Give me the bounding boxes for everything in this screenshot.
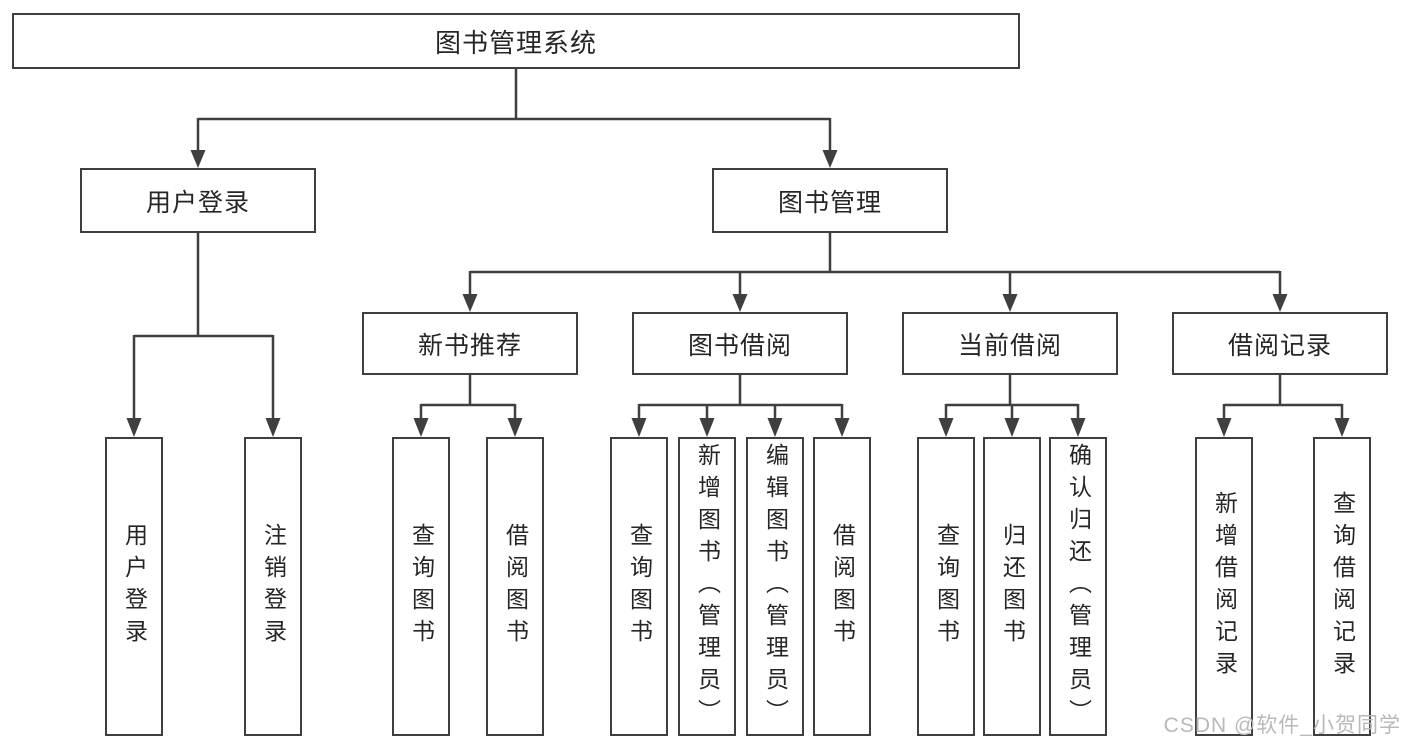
- node-label: 当前借阅: [957, 331, 1062, 360]
- leaf-label: 归还图书: [999, 522, 1026, 651]
- csdn-watermark: CSDN @软件_小贺同学: [1163, 714, 1401, 737]
- node-book-borrowing: 图书借阅: [632, 312, 848, 375]
- leaf-label: 借阅图书: [502, 522, 529, 651]
- leaf-label: 确认归还（管理员）: [1065, 442, 1092, 731]
- arrowheads: [126, 150, 1350, 437]
- leaf-label: 编辑图书（管理员）: [762, 442, 789, 731]
- node-label: 图书借阅: [687, 331, 792, 360]
- leaf-label: 新增图书（管理员）: [694, 442, 721, 731]
- leaf-label: 查询图书: [408, 522, 435, 651]
- leaf-user-login: 用户登录: [105, 437, 163, 736]
- leaf-add-books-admin: 新增图书（管理员）: [678, 437, 736, 736]
- node-current-borrowing: 当前借阅: [902, 312, 1118, 375]
- leaf-query-books: 查询图书: [917, 437, 975, 736]
- leaf-edit-books-admin: 编辑图书（管理员）: [746, 437, 804, 736]
- leaf-label: 查询图书: [933, 522, 960, 651]
- leaf-query-books: 查询图书: [392, 437, 450, 736]
- leaf-borrow-books: 借阅图书: [813, 437, 871, 736]
- node-label: 图书管理系统: [434, 27, 597, 58]
- leaf-confirm-return-admin: 确认归还（管理员）: [1049, 437, 1107, 736]
- leaf-label: 借阅图书: [829, 522, 856, 651]
- leaf-label: 查询图书: [626, 522, 653, 651]
- node-new-book-recommend: 新书推荐: [362, 312, 578, 375]
- leaf-label: 注销登录: [260, 522, 287, 651]
- leaf-query-books: 查询图书: [610, 437, 668, 736]
- node-book-management: 图书管理: [712, 168, 948, 233]
- leaf-label: 用户登录: [121, 522, 148, 651]
- leaf-borrow-books: 借阅图书: [486, 437, 544, 736]
- node-library-system-root: 图书管理系统: [12, 13, 1020, 69]
- node-user-login: 用户登录: [80, 168, 316, 233]
- leaf-label: 新增借阅记录: [1211, 490, 1238, 683]
- leaf-return-books: 归还图书: [983, 437, 1041, 736]
- node-label: 用户登录: [145, 188, 250, 217]
- node-label: 新书推荐: [417, 331, 522, 360]
- leaf-add-borrow-record: 新增借阅记录: [1195, 437, 1253, 736]
- leaf-logout: 注销登录: [244, 437, 302, 736]
- node-borrowing-records: 借阅记录: [1172, 312, 1388, 375]
- leaf-query-borrow-record: 查询借阅记录: [1313, 437, 1371, 736]
- leaf-label: 查询借阅记录: [1329, 490, 1356, 683]
- node-label: 图书管理: [777, 188, 882, 217]
- node-label: 借阅记录: [1227, 331, 1332, 360]
